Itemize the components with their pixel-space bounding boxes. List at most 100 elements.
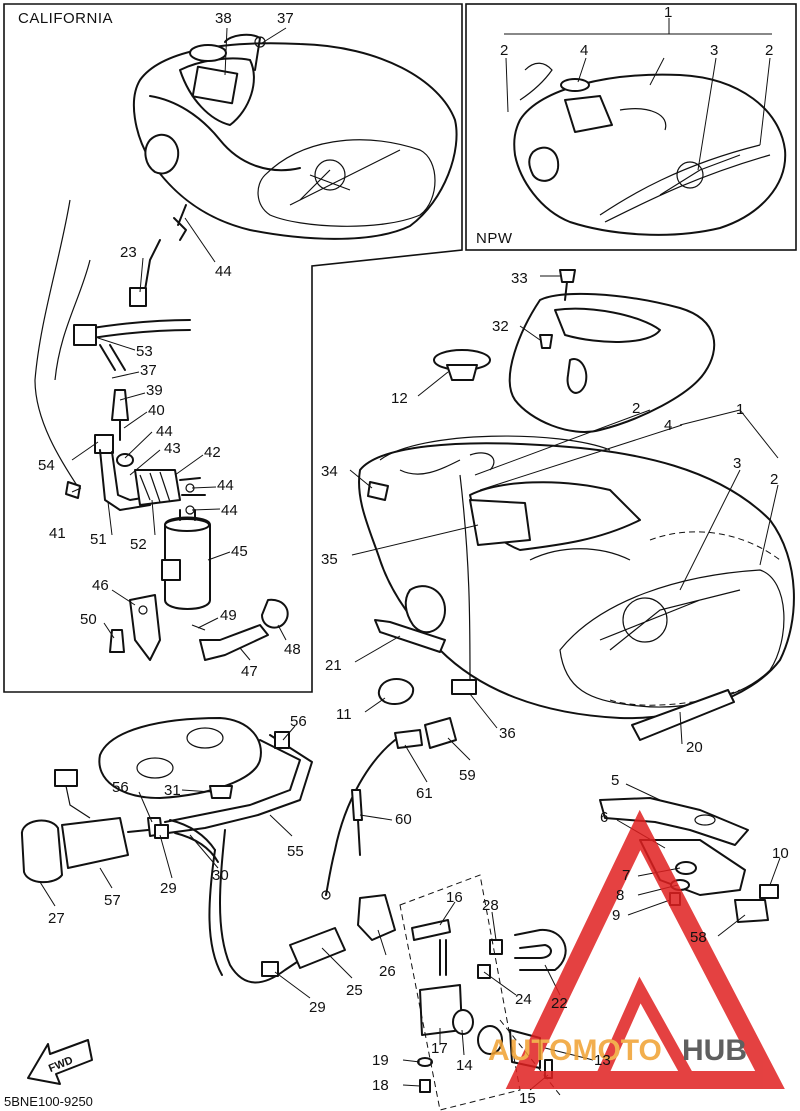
callout-n53: 53 <box>136 343 153 360</box>
callout-n52: 52 <box>130 536 147 553</box>
callout-n60: 60 <box>395 811 412 828</box>
callout-n26: 26 <box>379 963 396 980</box>
callout-n1b: 1 <box>736 401 744 418</box>
main-fuel-tank-assembly <box>358 269 795 741</box>
callout-n2c: 2 <box>632 400 640 417</box>
mounting-bracket <box>599 797 749 846</box>
callout-n33: 33 <box>511 270 528 287</box>
callout-n4b: 4 <box>664 417 672 434</box>
california-evap-system <box>34 199 289 661</box>
california-label: CALIFORNIA <box>18 10 113 27</box>
callout-n14: 14 <box>456 1057 473 1074</box>
california-leader-lines <box>71 27 287 661</box>
callout-n7: 7 <box>622 867 630 884</box>
callout-n37b: 37 <box>140 362 157 379</box>
main-leader-lines <box>349 275 779 745</box>
callout-n43: 43 <box>164 440 181 457</box>
callout-n21: 21 <box>325 657 342 674</box>
callout-n41: 41 <box>49 525 66 542</box>
callout-n22: 22 <box>551 995 568 1012</box>
callout-n39: 39 <box>146 382 163 399</box>
callout-n23: 23 <box>120 244 137 261</box>
callout-n20: 20 <box>686 739 703 756</box>
callout-n44c: 44 <box>217 477 234 494</box>
callout-n56a: 56 <box>290 713 307 730</box>
npw-label: NPW <box>476 230 513 247</box>
callout-n8: 8 <box>616 887 624 904</box>
fuel-filter-housing <box>357 894 396 941</box>
callout-n44a: 44 <box>215 263 232 280</box>
automotohub-watermark: AUTOMOTO HUB <box>488 809 785 1089</box>
callout-n4a: 4 <box>580 42 588 59</box>
callout-n29b: 29 <box>309 999 326 1016</box>
callout-n2b: 2 <box>765 42 773 59</box>
callout-n25: 25 <box>346 982 363 999</box>
npw-inset: NPW <box>465 3 797 251</box>
fuel-pump <box>21 819 63 884</box>
callout-n37a: 37 <box>277 10 294 27</box>
fuel-pump-assembly <box>21 717 331 984</box>
callout-n12: 12 <box>391 390 408 407</box>
npw-leader-lines <box>504 18 772 171</box>
california-fuel-tank <box>133 33 458 240</box>
callout-n51: 51 <box>90 531 107 548</box>
california-inset: CALIFORNIA <box>3 3 463 693</box>
callout-n17: 17 <box>431 1040 448 1057</box>
callout-n56b: 56 <box>112 779 129 796</box>
callout-n18: 18 <box>372 1077 389 1094</box>
callout-n44d: 44 <box>221 502 238 519</box>
callout-n38: 38 <box>215 10 232 27</box>
callout-n34: 34 <box>321 463 338 480</box>
callout-n48: 48 <box>284 641 301 658</box>
callout-n61: 61 <box>416 785 433 802</box>
callout-n57: 57 <box>104 892 121 909</box>
callout-n10: 10 <box>772 845 789 862</box>
california-inset-frame <box>3 3 463 693</box>
callout-n3a: 3 <box>710 42 718 59</box>
callout-n9: 9 <box>612 907 620 924</box>
callout-n31: 31 <box>164 782 181 799</box>
callout-n49: 49 <box>220 607 237 624</box>
callout-n6: 6 <box>600 809 608 826</box>
callout-n27: 27 <box>48 910 65 927</box>
tank-body <box>358 442 795 720</box>
npw-fuel-tank <box>513 62 787 236</box>
callout-n30: 30 <box>212 867 229 884</box>
npw-inset-frame <box>465 3 797 251</box>
callout-n45: 45 <box>231 543 248 560</box>
callout-n58: 58 <box>690 929 707 946</box>
callout-n5: 5 <box>611 772 619 789</box>
callout-n2a: 2 <box>500 42 508 59</box>
callout-n42: 42 <box>204 444 221 461</box>
callout-n44b: 44 <box>156 423 173 440</box>
fwd-arrow: FWD <box>27 1039 93 1085</box>
callout-n59: 59 <box>459 767 476 784</box>
callout-n3b: 3 <box>733 455 741 472</box>
callout-n1a: 1 <box>664 4 672 21</box>
callout-n11: 11 <box>336 706 352 723</box>
pump-leader-lines <box>39 725 296 907</box>
callout-n40: 40 <box>148 402 165 419</box>
callout-n46: 46 <box>92 577 109 594</box>
diagram-code: 5BNE100-9250 <box>4 1094 93 1109</box>
callout-n2d: 2 <box>770 471 778 488</box>
callout-n54: 54 <box>38 457 55 474</box>
callout-n19: 19 <box>372 1052 389 1069</box>
watermark-text-left: AUTOMOTO <box>488 1034 662 1067</box>
callout-n15: 15 <box>519 1090 536 1107</box>
callout-n36: 36 <box>499 725 516 742</box>
callout-n24: 24 <box>515 991 532 1008</box>
callout-n55: 55 <box>287 843 304 860</box>
callout-n28: 28 <box>482 897 499 914</box>
callout-n13: 13 <box>594 1052 611 1069</box>
callout-n50: 50 <box>80 611 97 628</box>
airbox-housing <box>98 717 262 799</box>
fuel-filter <box>289 927 346 969</box>
callout-n35: 35 <box>321 551 338 568</box>
callout-n29a: 29 <box>160 880 177 897</box>
fuel-line-assembly <box>289 717 779 1111</box>
callout-n32: 32 <box>492 318 509 335</box>
